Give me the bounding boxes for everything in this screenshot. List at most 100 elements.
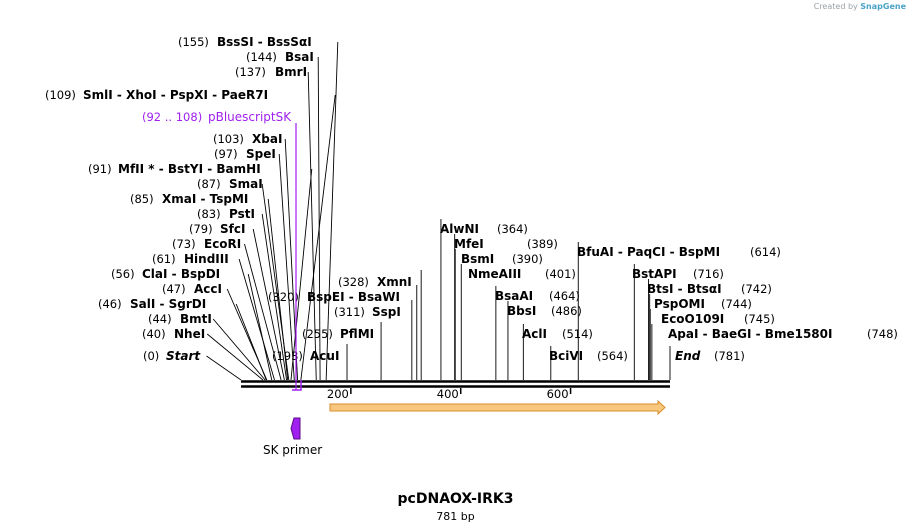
- sk-primer: SK primer: [263, 417, 322, 457]
- site-bspei: (320)BspEI - BsaWI: [268, 290, 400, 304]
- site-position: (464): [549, 289, 580, 303]
- site-bstapi: (716)BstAPI: [632, 267, 724, 281]
- enzyme-names: EcoRI: [204, 237, 241, 251]
- enzyme-names: MfII * - BstYI - BamHI: [118, 162, 261, 176]
- site-position: (79): [189, 222, 213, 236]
- site-line: [261, 213, 288, 381]
- site-xmai: (85)XmaI - TspMI: [130, 192, 248, 206]
- orf-arrow: [329, 399, 666, 416]
- site-spei: (97)SpeI: [214, 147, 276, 161]
- enzyme-names: ClaI - BspDI: [142, 267, 220, 281]
- site-position: (87): [197, 177, 221, 191]
- enzyme-names: PstI: [229, 207, 255, 221]
- site-btsi: (742)BtsI - BtsαI: [647, 282, 772, 296]
- site-line: [206, 333, 264, 381]
- site-position: (748): [867, 327, 898, 341]
- site-line: [244, 243, 282, 381]
- site-line: [252, 228, 285, 381]
- site-position: (46): [98, 297, 122, 311]
- site-position: (193): [272, 349, 303, 363]
- site-end: (781)End: [675, 349, 745, 363]
- enzyme-names: Start: [166, 349, 201, 363]
- site-position: (390): [512, 252, 543, 266]
- enzyme-names: SfcI: [220, 222, 245, 236]
- orf-arrow-shape: [329, 399, 666, 416]
- enzyme-names: SmaI: [229, 177, 263, 191]
- enzyme-names: AlwNI: [440, 222, 479, 236]
- site-line: [238, 258, 275, 381]
- site-position: (83): [197, 207, 221, 221]
- site-position: (44): [148, 312, 172, 326]
- credit-brand: SnapGene: [860, 2, 906, 11]
- site-position: (144): [246, 50, 277, 64]
- enzyme-names: SmlI - XhoI - PspXI - PaeR7I: [83, 88, 268, 102]
- site-position: (0): [143, 349, 159, 363]
- site-smai: (87) SmaI: [197, 177, 263, 191]
- site-line: [307, 71, 317, 381]
- site-position: (85): [130, 192, 154, 206]
- enzyme-names: End: [675, 349, 701, 363]
- site-bsai: (144)BsaI: [246, 50, 314, 64]
- site-bsssi: (155)BssSI - BssSαI: [178, 35, 312, 49]
- sequence-backbone: [241, 380, 670, 388]
- enzyme-names: PflMI: [340, 327, 374, 341]
- site-position: (97): [214, 147, 238, 161]
- site-position: (91): [88, 162, 112, 176]
- enzyme-names: SspI: [372, 305, 401, 319]
- enzyme-names: BsaAI: [495, 289, 533, 303]
- enzyme-names: XmnI: [377, 275, 412, 289]
- site-position: (320): [268, 290, 299, 304]
- site-position: (745): [744, 312, 775, 326]
- site-lines: [206, 41, 671, 381]
- site-position: (56): [111, 267, 135, 281]
- enzyme-names: BtsI - BtsαI: [647, 282, 722, 296]
- site-position: (564): [597, 349, 628, 363]
- site-position: (61): [152, 252, 176, 266]
- site-position: (137): [235, 65, 266, 79]
- enzyme-names: AcuI: [310, 349, 339, 363]
- enzyme-names: SalI - SgrDI: [130, 297, 206, 311]
- scale-tick-label: 200: [327, 387, 349, 401]
- enzyme-names: BbsI: [507, 304, 536, 318]
- enzyme-names: EcoO109I: [661, 312, 724, 326]
- site-position: (389): [527, 237, 558, 251]
- site-position: (311): [334, 305, 365, 319]
- site-ecoo109i: (745) EcoO109I: [661, 312, 775, 326]
- plasmid-length: 781 bp: [436, 510, 475, 523]
- feature-bracket: [292, 380, 302, 391]
- enzyme-names: NheI: [174, 327, 205, 341]
- enzyme-names: BmtI: [180, 312, 212, 326]
- enzyme-names: MfeI: [454, 237, 484, 251]
- enzyme-names: BfuAI - PaqCI - BspMI: [577, 245, 720, 259]
- sk-primer-label: SK primer: [263, 443, 322, 457]
- site-pspomi: (744)PspOMI: [654, 297, 752, 311]
- site-line: [212, 318, 266, 381]
- feature-range: (92 .. 108): [142, 110, 202, 124]
- enzyme-names: HindIII: [184, 252, 229, 266]
- site-acli: (514)AclI: [522, 327, 593, 341]
- site-pflmi: (255)PflMI: [302, 327, 374, 341]
- site-sspi: (311) SspI: [334, 305, 401, 319]
- site-position: (328): [338, 275, 369, 289]
- site-line: [325, 41, 339, 381]
- site-line: [247, 273, 273, 381]
- enzyme-names: BciVI: [549, 349, 583, 363]
- enzyme-names: AccI: [194, 282, 222, 296]
- enzyme-names: XbaI: [252, 132, 282, 146]
- site-start: (0) Start: [143, 349, 201, 363]
- site-line: [317, 56, 321, 381]
- site-line: [290, 168, 313, 381]
- site-mfii: (91) MfII * - BstYI - BamHI: [88, 162, 261, 176]
- pbluescriptsk-feature: (92 .. 108) pBluescriptSK: [142, 110, 302, 391]
- site-ecori: (73)EcoRI: [172, 237, 241, 251]
- enzyme-names: PspOMI: [654, 297, 705, 311]
- scale-tick-label: 600: [547, 387, 569, 401]
- scale-tick-label: 400: [437, 387, 459, 401]
- site-position: (486): [551, 304, 582, 318]
- site-line: [206, 355, 242, 381]
- enzyme-names: AclI: [522, 327, 547, 341]
- site-position: (109): [45, 88, 76, 102]
- site-xbai: (103)XbaI: [213, 132, 282, 146]
- site-sali: (46) SalI - SgrDI: [98, 297, 206, 311]
